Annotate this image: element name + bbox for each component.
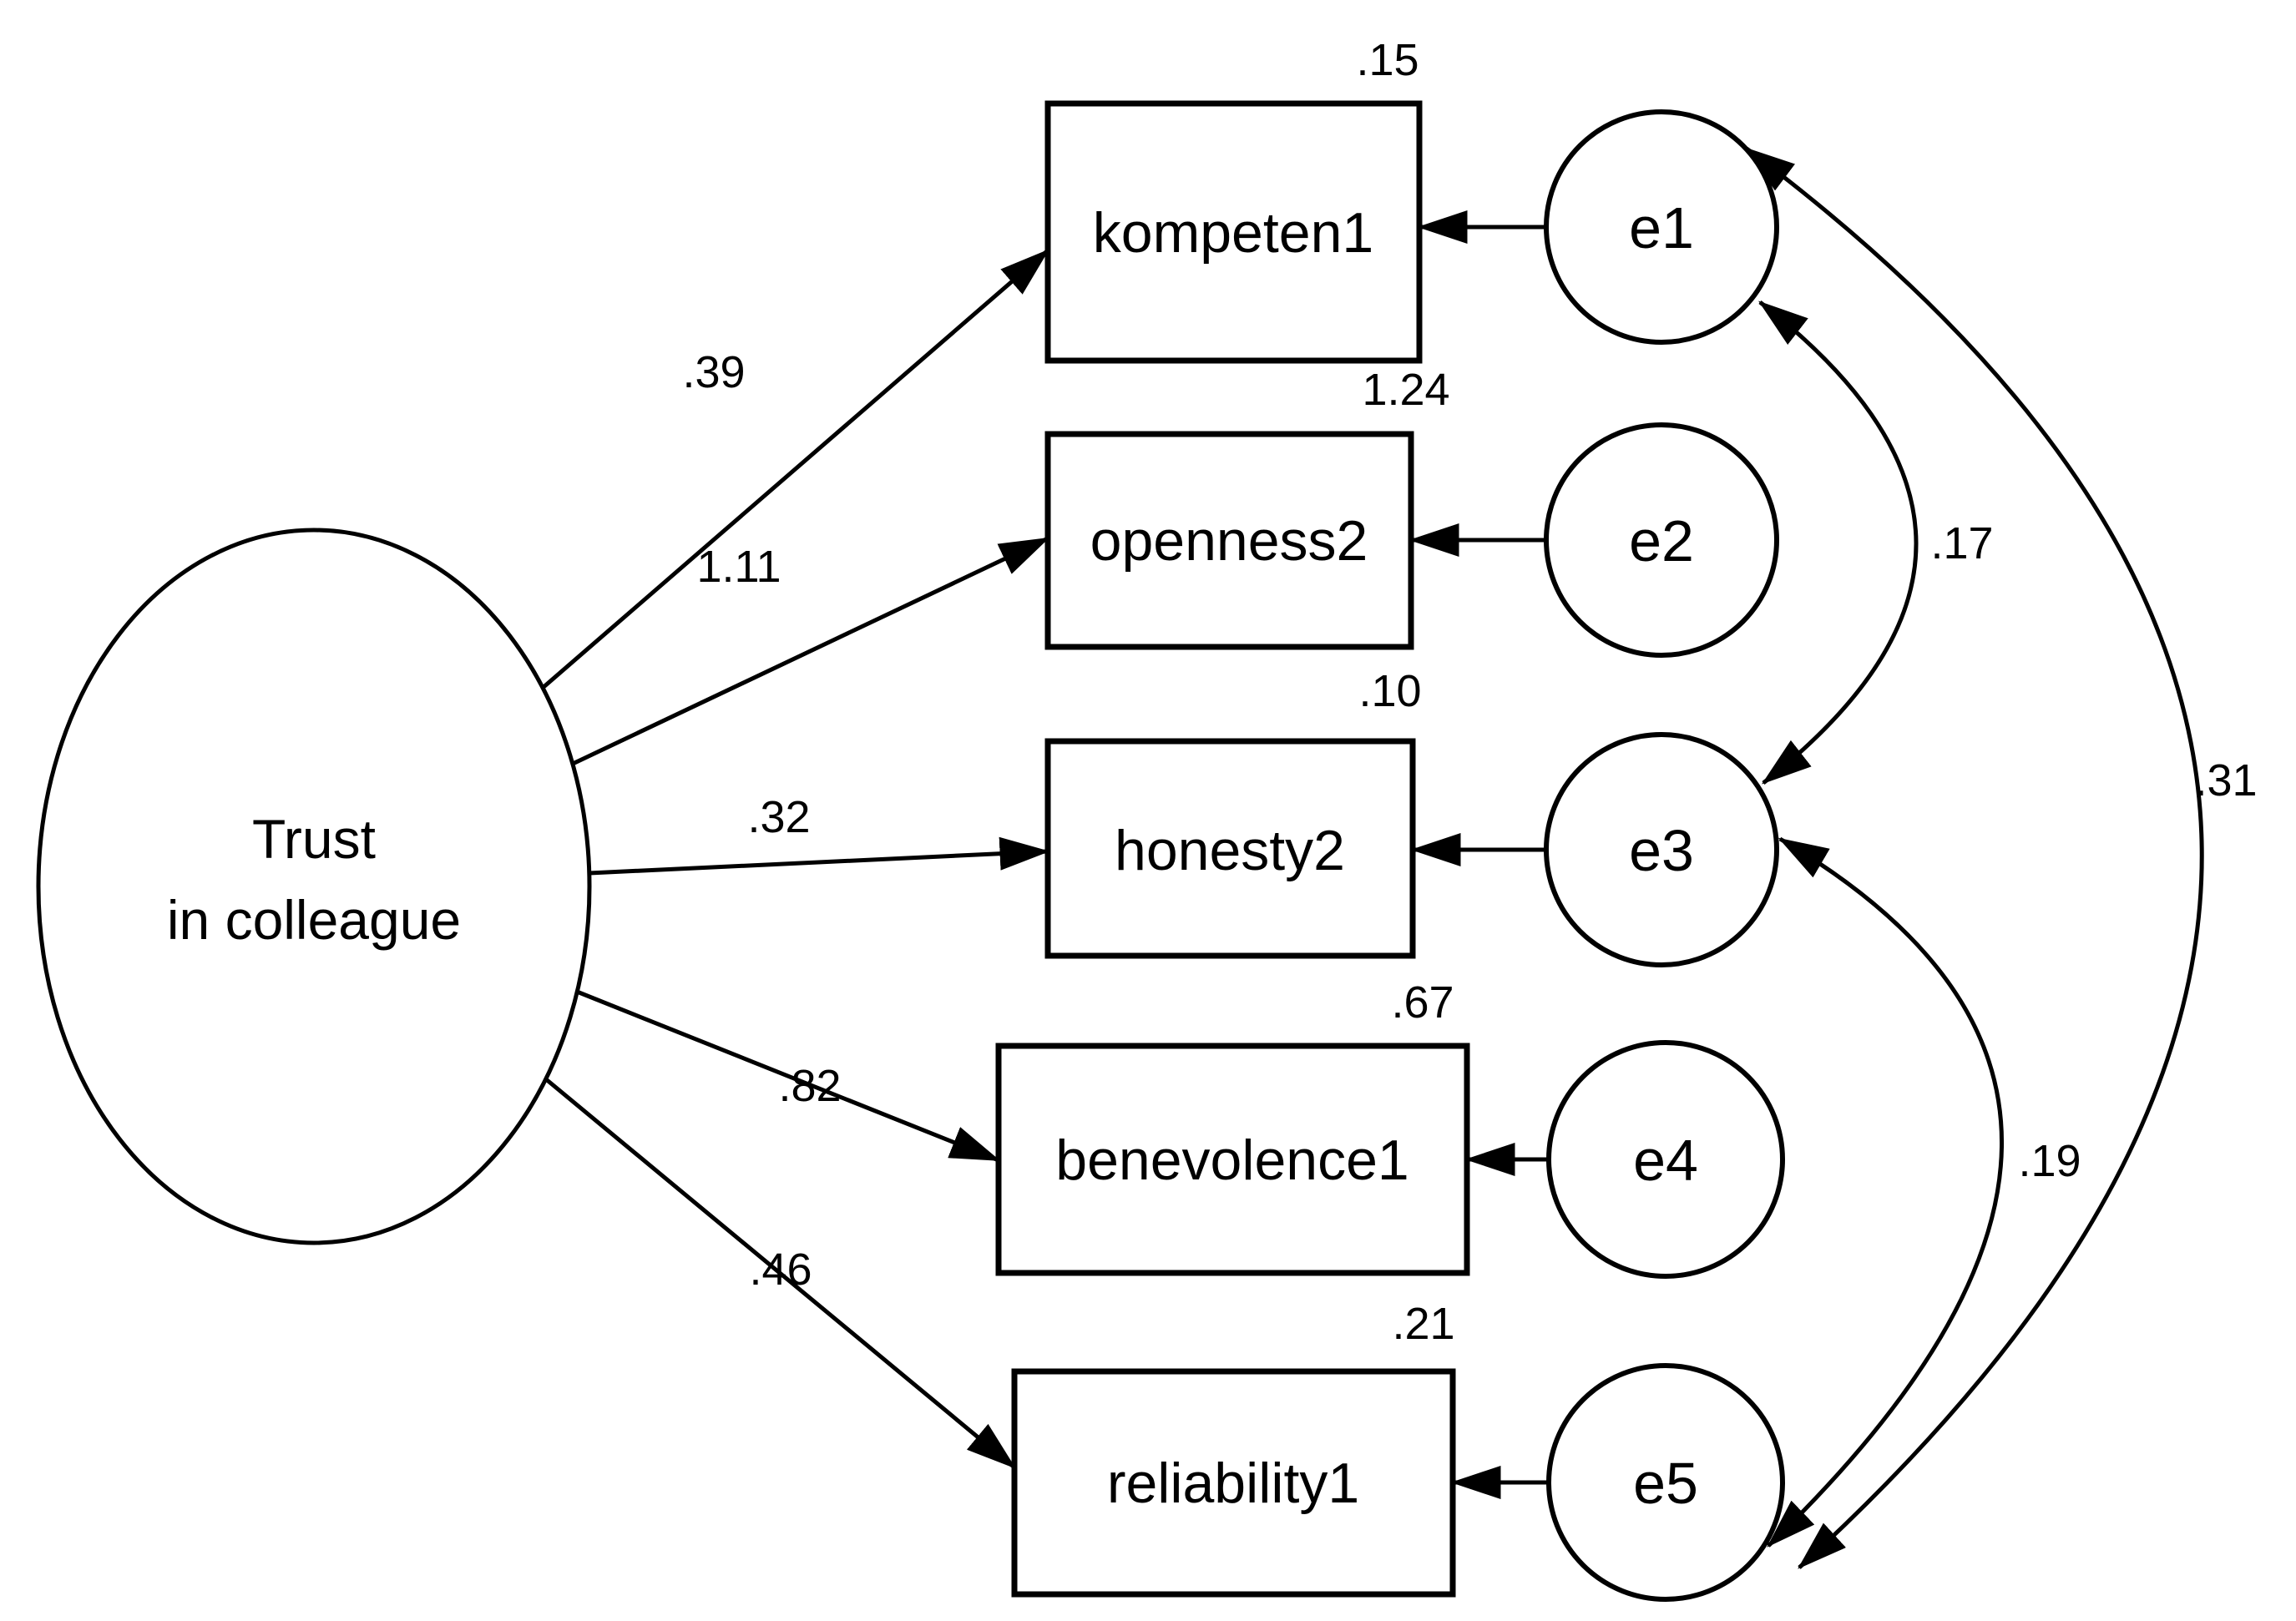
latent-ellipse bbox=[36, 528, 592, 1245]
indicator-box-openness2 bbox=[1044, 431, 1414, 650]
error-circle-e4 bbox=[1546, 1040, 1785, 1279]
error-circle-e1 bbox=[1544, 109, 1779, 345]
indicator-box-benevolence1 bbox=[995, 1043, 1470, 1276]
indicator-box-honesty2 bbox=[1044, 738, 1416, 959]
loading-arrow-kompeten1 bbox=[541, 249, 1049, 689]
error-circle-e2 bbox=[1544, 422, 1779, 658]
loading-label-benevolence1: .82 bbox=[778, 1061, 841, 1111]
indicator-label-reliability1: reliability1 bbox=[1107, 1452, 1359, 1515]
error-circle-e3 bbox=[1544, 732, 1779, 967]
covariance-label-e1-e5: .31 bbox=[2194, 755, 2257, 805]
covariance-curve-e1-e5 bbox=[1744, 146, 2204, 1569]
indicator-label-openness2: openness2 bbox=[1090, 509, 1368, 573]
error-label-e2: e2 bbox=[1629, 508, 1694, 573]
error-label-e4: e4 bbox=[1633, 1128, 1698, 1193]
variance-label-reliability1: .21 bbox=[1392, 1299, 1454, 1349]
covariance-curve-e1-e3 bbox=[1758, 300, 1919, 785]
indicator-box-reliability1 bbox=[1011, 1368, 1456, 1598]
loading-arrow-reliability1 bbox=[544, 1078, 1016, 1469]
indicator-label-honesty2: honesty2 bbox=[1115, 819, 1345, 882]
error-circle-e5 bbox=[1546, 1363, 1785, 1602]
loading-arrow-honesty2 bbox=[589, 836, 1050, 876]
loading-label-openness2: 1.11 bbox=[696, 542, 781, 592]
latent-label-line1: Trust bbox=[252, 808, 376, 870]
loading-label-reliability1: .46 bbox=[749, 1245, 812, 1295]
loading-arrow-openness2 bbox=[571, 536, 1050, 766]
latent-label-line2: in colleague bbox=[167, 889, 461, 951]
loading-label-kompeten1: .39 bbox=[682, 347, 745, 397]
indicator-box-kompeten1 bbox=[1044, 100, 1423, 364]
loading-label-honesty2: .32 bbox=[747, 792, 810, 842]
error-label-e5: e5 bbox=[1633, 1451, 1698, 1516]
covariance-label-e1-e3: .17 bbox=[1930, 518, 1993, 568]
loading-arrow-benevolence1 bbox=[576, 989, 1001, 1163]
indicator-label-benevolence1: benevolence1 bbox=[1055, 1129, 1408, 1192]
covariance-curve-e3-e5 bbox=[1767, 836, 2004, 1548]
error-label-e1: e1 bbox=[1629, 195, 1694, 260]
indicator-label-kompeten1: kompeten1 bbox=[1093, 201, 1373, 265]
variance-label-benevolence1: .67 bbox=[1391, 977, 1454, 1028]
variance-label-openness2: 1.24 bbox=[1362, 365, 1449, 415]
error-label-e3: e3 bbox=[1629, 818, 1694, 883]
variance-label-honesty2: .10 bbox=[1358, 666, 1421, 716]
covariance-label-e3-e5: .19 bbox=[2018, 1136, 2081, 1186]
variance-label-kompeten1: .15 bbox=[1356, 35, 1419, 85]
